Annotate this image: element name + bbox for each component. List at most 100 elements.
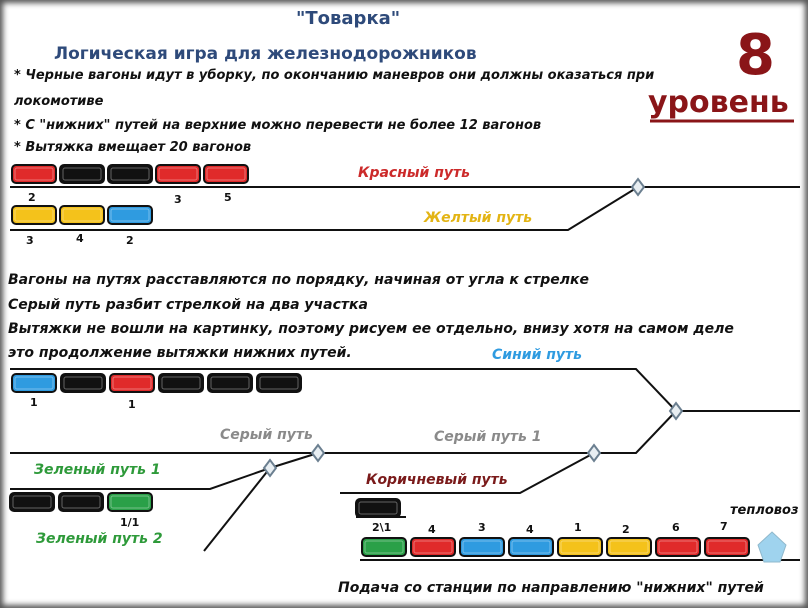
blue-track-wagon-black-inner [161, 376, 201, 390]
switch-icon [630, 177, 646, 197]
yellow-track-wagon-yellow [59, 205, 105, 225]
green1-track-wagon-black [9, 492, 55, 512]
green1-track-wagon-green [107, 492, 153, 512]
draw-track-wagon-green [361, 537, 407, 557]
note-2: Серый путь разбит стрелкой на два участк… [8, 297, 368, 313]
draw-track-wagon-red-inner [413, 540, 453, 554]
green1-track-wagon-black-inner [12, 495, 52, 509]
yellow-track-wagon-blue-inner [110, 208, 150, 222]
wagon-number: 4 [428, 523, 436, 536]
yellow-track-label: Желтый путь [424, 210, 533, 226]
note-1: Вагоны на путях расставляются по порядку… [8, 272, 589, 288]
wagon-number: 2 [28, 191, 36, 204]
red-track-wagon-red-inner [14, 167, 54, 181]
wagon-number: 1 [128, 398, 136, 411]
yellow-track-wagon-blue [107, 205, 153, 225]
gray-track-label: Серый путь [220, 427, 313, 443]
wagon-number: 4 [76, 232, 84, 245]
draw-track-wagon-blue-inner [511, 540, 551, 554]
switch-icon [668, 401, 684, 421]
blue-track-wagon-red [109, 373, 155, 393]
blue-track-wagon-black-inner [63, 376, 103, 390]
red-track-wagon-red [11, 164, 57, 184]
draw-track-wagon-red-inner [707, 540, 747, 554]
red-track-wagon-red-inner [158, 167, 198, 181]
gray-track-line [10, 410, 677, 454]
red-track-label: Красный путь [358, 165, 470, 181]
locomotive-label: тепловоз [730, 503, 799, 518]
draw-track-wagon-red [410, 537, 456, 557]
draw-track-wagon-blue [459, 537, 505, 557]
brown-track-wagon-black-inner [358, 501, 398, 515]
blue-track-line [10, 368, 800, 412]
locomotive-icon [757, 531, 787, 563]
red-track-wagon-black [59, 164, 105, 184]
draw-track-wagon-yellow-inner [609, 540, 649, 554]
switch-icon [586, 443, 602, 463]
draw-track-wagon-red [704, 537, 750, 557]
gray1-track-label: Серый путь 1 [434, 429, 542, 445]
green2-track-line [203, 467, 271, 552]
green2-track-label: Зеленый путь 2 [36, 531, 163, 547]
brown-track-label: Коричневый путь [366, 472, 508, 488]
wagon-number: 1 [30, 396, 38, 409]
draw-track-wagon-blue [508, 537, 554, 557]
draw-track-wagon-blue-inner [462, 540, 502, 554]
blue-track-wagon-blue-inner [14, 376, 54, 390]
yellow-track-wagon-yellow [11, 205, 57, 225]
draw-track-wagon-red [655, 537, 701, 557]
blue-track-label: Синий путь [492, 347, 583, 363]
brown-track-wagon-black [355, 498, 401, 518]
red-track-wagon-red [203, 164, 249, 184]
note-4: это продолжение вытяжки нижних путей. [8, 345, 352, 361]
blue-track-wagon-black [158, 373, 204, 393]
level-number: 8 [736, 23, 775, 88]
switch-icon [310, 443, 326, 463]
draw-track-wagon-green-inner [364, 540, 404, 554]
wagon-number: 2 [126, 234, 134, 247]
wagon-number: 7 [720, 520, 728, 533]
switch-icon [262, 458, 278, 478]
rule-1: * Черные вагоны идут в уборку, по оконча… [14, 68, 655, 83]
green1-track-wagon-green-inner [110, 495, 150, 509]
yellow-track-wagon-yellow-inner [62, 208, 102, 222]
game-title: "Товарка" [296, 8, 401, 29]
wagon-number: 1/1 [120, 516, 140, 529]
blue-track-wagon-black [60, 373, 106, 393]
wagon-number: 5 [224, 191, 232, 204]
green1-track-wagon-black [58, 492, 104, 512]
wagon-number: 3 [26, 234, 34, 247]
game-subtitle: Логическая игра для железнодорожников [54, 44, 477, 64]
draw-track-wagon-yellow [557, 537, 603, 557]
yellow-track-line [10, 186, 639, 231]
brown-track-line [340, 452, 595, 494]
note-3: Вытяжки не вошли на картинку, поэтому ри… [8, 321, 734, 337]
rule-2: * С "нижних" путей на верхние можно пере… [14, 118, 542, 133]
red-track-wagon-red [155, 164, 201, 184]
blue-track-wagon-blue [11, 373, 57, 393]
red-track-wagon-black-inner [62, 167, 102, 181]
red-track-wagon-red-inner [206, 167, 246, 181]
wagon-number: 3 [478, 521, 486, 534]
blue-track-wagon-red-inner [112, 376, 152, 390]
footer-caption: Подача со станции по направлению "нижних… [338, 580, 764, 596]
blue-track-wagon-black-inner [210, 376, 250, 390]
wagon-number: 2\1 [372, 521, 392, 534]
red-track-wagon-black-inner [110, 167, 150, 181]
rule-3: * Вытяжка вмещает 20 вагонов [14, 140, 252, 155]
wagon-number: 4 [526, 523, 534, 536]
yellow-track-wagon-yellow-inner [14, 208, 54, 222]
draw-track-wagon-yellow [606, 537, 652, 557]
wagon-number: 6 [672, 521, 680, 534]
green1-track-line [10, 452, 319, 490]
draw-track-wagon-red-inner [658, 540, 698, 554]
level-word: уровень [648, 85, 789, 120]
blue-track-wagon-black [256, 373, 302, 393]
green1-track-label: Зеленый путь 1 [34, 462, 161, 478]
draw-track-wagon-yellow-inner [560, 540, 600, 554]
red-track-wagon-black [107, 164, 153, 184]
blue-track-wagon-black-inner [259, 376, 299, 390]
rule-1-cont: локомотиве [14, 94, 104, 109]
